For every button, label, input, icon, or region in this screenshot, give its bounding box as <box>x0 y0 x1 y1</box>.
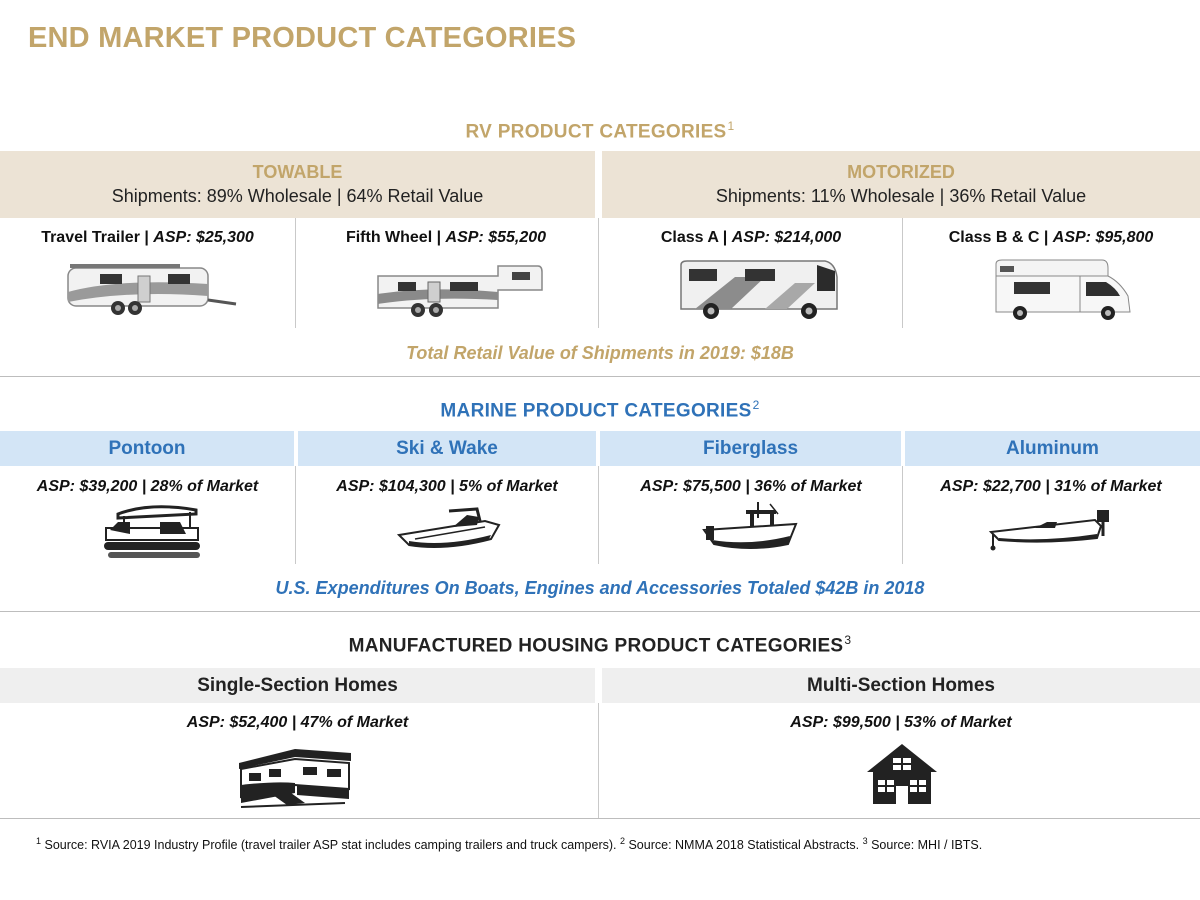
marine-section-title: MARINE PRODUCT CATEGORIES2 <box>440 398 760 422</box>
marine-stat-fiberglass: ASP: $75,500 | 36% of Market <box>640 478 862 495</box>
rv-section-title: RV PRODUCT CATEGORIES1 <box>465 119 735 143</box>
housing-stat-multi-section: ASP: $99,500 | 53% of Market <box>790 714 1012 731</box>
travel-trailer-icon <box>67 264 237 315</box>
rv-total-retail-value: Total Retail Value of Shipments in 2019:… <box>406 343 794 363</box>
marine-header-ski-wake: Ski & Wake <box>298 431 596 466</box>
footnote-sources: 1 Source: RVIA 2019 Industry Profile (tr… <box>36 836 983 853</box>
single-section-home-icon <box>239 749 351 808</box>
housing-section-title: MANUFACTURED HOUSING PRODUCT CATEGORIES3 <box>348 633 852 657</box>
page-title: END MARKET PRODUCT CATEGORIES <box>28 22 577 54</box>
class-c-motorhome-icon <box>995 259 1131 320</box>
housing-header-multi-section: Multi-Section Homes <box>602 668 1200 703</box>
marine-header-fiberglass: Fiberglass <box>600 431 901 466</box>
fiberglass-boat-icon <box>702 502 798 549</box>
multi-section-home-icon <box>867 744 937 804</box>
aluminum-boat-icon <box>988 510 1109 551</box>
marine-stat-pontoon: ASP: $39,200 | 28% of Market <box>36 478 259 495</box>
housing-header-single-section: Single-Section Homes <box>0 668 595 703</box>
marine-header-aluminum: Aluminum <box>905 431 1200 466</box>
towable-shipments: Shipments: 89% Wholesale | 64% Retail Va… <box>111 186 484 206</box>
rv-item-class-bc: Class B & C | ASP: $95,800 <box>948 229 1154 246</box>
marine-header-pontoon: Pontoon <box>0 431 294 466</box>
rv-item-fifth-wheel: Fifth Wheel | ASP: $55,200 <box>345 229 547 246</box>
motorized-header: MOTORIZED Shipments: 11% Wholesale | 36%… <box>602 151 1200 218</box>
motorized-shipments: Shipments: 11% Wholesale | 36% Retail Va… <box>715 186 1087 206</box>
marine-stat-aluminum: ASP: $22,700 | 31% of Market <box>940 478 1162 495</box>
rv-item-class-a: Class A | ASP: $214,000 <box>660 229 842 246</box>
marine-total-expenditures: U.S. Expenditures On Boats, Engines and … <box>275 578 925 598</box>
towable-header: TOWABLE Shipments: 89% Wholesale | 64% R… <box>0 151 595 218</box>
fifth-wheel-icon <box>377 265 543 317</box>
towable-label: TOWABLE <box>252 162 343 182</box>
rv-item-travel-trailer: Travel Trailer | ASP: $25,300 <box>41 229 254 246</box>
motorized-label: MOTORIZED <box>847 162 955 182</box>
wake-boat-icon <box>396 507 501 548</box>
class-a-motorhome-icon <box>680 260 838 319</box>
marine-stat-ski-wake: ASP: $104,300 | 5% of Market <box>336 478 558 495</box>
pontoon-boat-icon <box>104 505 200 558</box>
housing-stat-single-section: ASP: $52,400 | 47% of Market <box>186 714 409 731</box>
